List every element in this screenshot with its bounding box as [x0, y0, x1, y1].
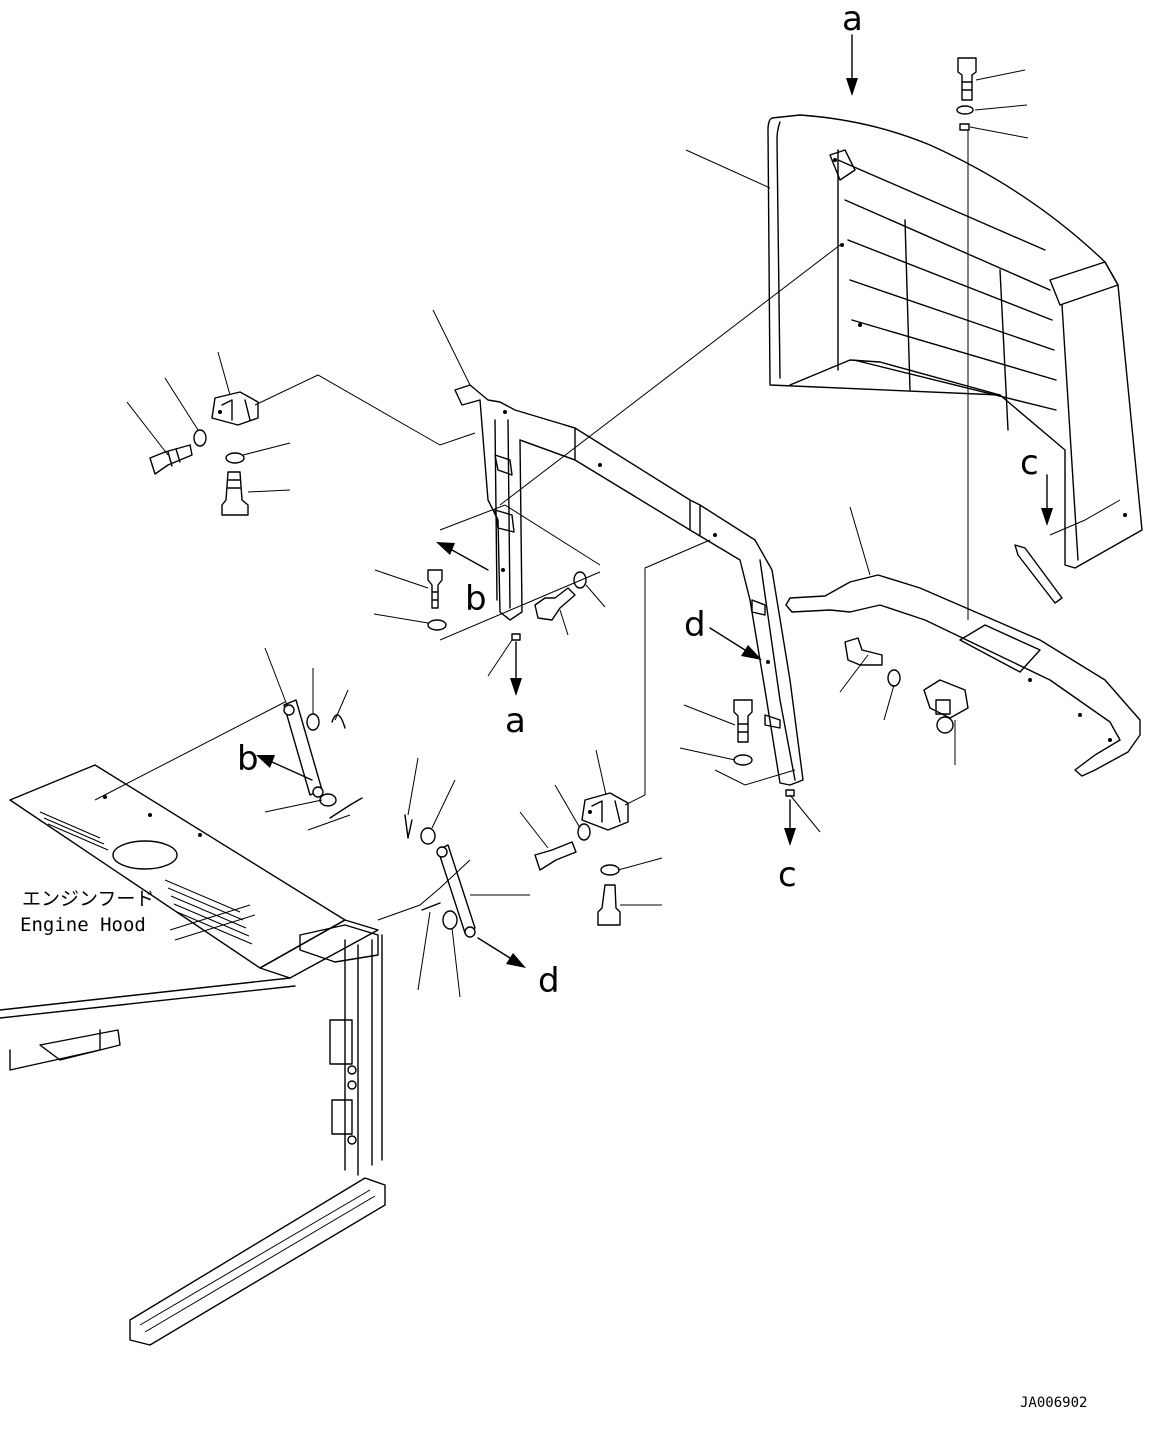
hood-frame: [454, 384, 804, 786]
bolt-frame-left: [427, 569, 443, 609]
lower-hinge: [581, 792, 629, 831]
bolt-vertical-lower: [597, 884, 621, 926]
ref-label-a-frame: a: [505, 701, 526, 741]
lower-bracket: [785, 544, 1141, 777]
ref-arrows: [256, 34, 1053, 968]
ref-label-b-strut: b: [237, 739, 259, 779]
ref-label-a-top: a: [842, 0, 863, 39]
bolt-lower-hinge: [534, 841, 577, 871]
washers: [193, 105, 974, 930]
upper-hinge: [211, 391, 259, 426]
drawing-code: JA006902: [1020, 1395, 1087, 1411]
bolt-frame-right: [534, 587, 576, 621]
latch: [923, 679, 969, 734]
center-lines: [94, 130, 1121, 921]
engine-hood-label-en: Engine Hood: [20, 914, 146, 936]
bolt-bracket: [844, 637, 883, 666]
gas-strut-left: [283, 699, 324, 798]
bolt-top-right: [957, 57, 977, 101]
clips: [329, 714, 441, 911]
bolt-vertical-left: [221, 471, 249, 516]
engine-hood-label-jp: エンジンフード: [22, 888, 154, 910]
grille-cover: [767, 114, 1143, 569]
ref-label-d-strut: d: [538, 961, 560, 1001]
bolt-middle: [733, 699, 753, 743]
ref-label-c-cover: c: [1020, 443, 1039, 483]
leader-lines: [126, 69, 1029, 998]
engine-hood: [0, 764, 386, 1346]
ref-label-b-frame: b: [465, 579, 487, 619]
bolt-upper-left: [149, 444, 193, 475]
gas-strut-right: [436, 844, 476, 938]
ref-label-d-frame: d: [684, 605, 706, 645]
ref-label-c-frame: c: [778, 855, 797, 895]
